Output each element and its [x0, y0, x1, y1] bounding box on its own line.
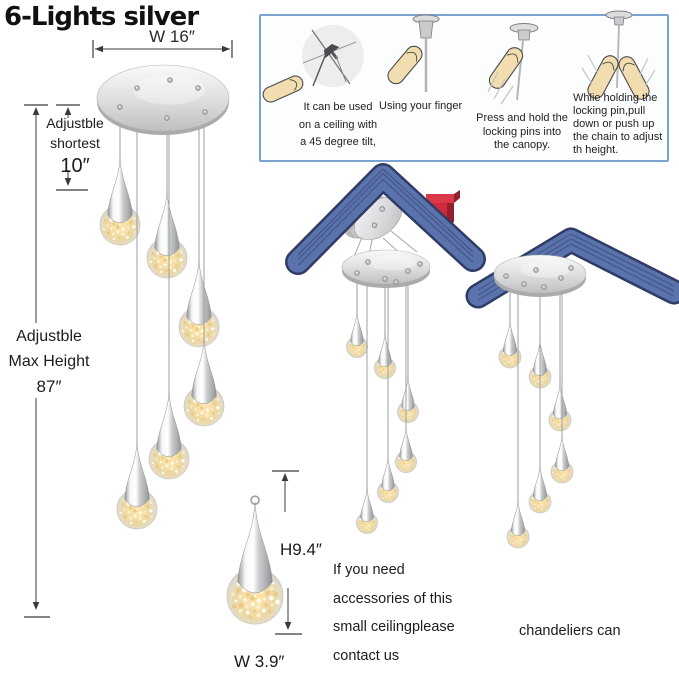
- pendant-light: [528, 286, 552, 514]
- tilted-ceiling-scene-2: [498, 270, 574, 549]
- maxh-value: 87″: [36, 377, 62, 396]
- instruction-step-4-text: Whlie holding the locking pin,pull down …: [573, 92, 663, 156]
- roof-shallow: [465, 227, 679, 309]
- tilted-ceiling-scene-1: [343, 190, 460, 534]
- shortest-dimension-label: Adjustble shortest 10″: [36, 113, 114, 179]
- instruction-step-3-text: Press and hold the locking pins into the…: [476, 112, 568, 151]
- pendant-light: [226, 495, 284, 625]
- pendant-light: [116, 88, 158, 530]
- pendant-light: [548, 277, 572, 432]
- pendant-light: [377, 281, 399, 503]
- note-tilt-usage: chandeliers can be used on a ceiling wit…: [519, 623, 621, 639]
- pendant-light: [395, 265, 417, 473]
- tilted-canopy: [343, 195, 403, 241]
- pendant-light: [374, 279, 396, 379]
- pendant-light: [550, 270, 574, 484]
- single-pendant-detail: [226, 495, 284, 625]
- main-canopy: [96, 64, 230, 135]
- hanging-canopy-1: [341, 249, 431, 288]
- pendant-width-label: W 3.9″: [234, 652, 285, 671]
- pendant-light: [146, 118, 188, 279]
- pendant-light: [498, 277, 522, 369]
- main-chandelier: [99, 80, 225, 530]
- pendant-light: [397, 271, 419, 423]
- maxh-line1: Adjustble: [16, 328, 82, 345]
- width-dimension-label: W 16″: [149, 27, 195, 46]
- shortest-line2: shortest: [50, 135, 100, 151]
- maxh-line2: Max Height: [8, 353, 90, 370]
- pendant-light: [346, 273, 368, 358]
- instruction-step-1-text: It can be used on a ceiling with a 45 de…: [298, 101, 378, 148]
- roof-steep: [285, 163, 486, 275]
- instruction-step-2-text: Using your finger: [379, 100, 463, 112]
- pendant-light: [506, 280, 530, 549]
- pendant-light: [178, 88, 220, 348]
- pendant-light: [183, 112, 225, 427]
- max-height-dimension-label: Adjustble Max Height 87″: [0, 324, 98, 399]
- pendant-light: [528, 285, 552, 389]
- chimney: [426, 190, 460, 228]
- pendant-light: [356, 275, 378, 534]
- pendant-height-label: H9.4″: [280, 540, 322, 559]
- shortest-value: 10″: [60, 155, 90, 177]
- hanging-canopy-2: [493, 254, 587, 297]
- shortest-line1: Adjustble: [46, 115, 104, 131]
- pendant-light: [148, 80, 190, 480]
- note-accessories: If you need accessories of this small ce…: [333, 562, 455, 664]
- page-title: 6-Lights silver: [4, 2, 199, 32]
